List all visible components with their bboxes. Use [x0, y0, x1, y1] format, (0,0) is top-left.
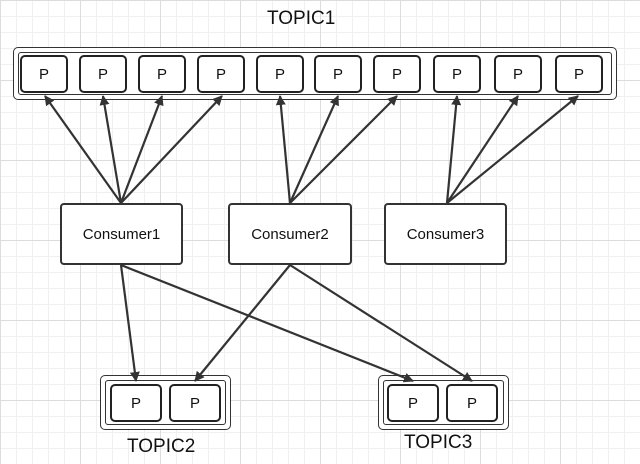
arrow-c1-t1p4	[120, 95, 223, 204]
topic2-label: TOPIC2	[127, 436, 196, 457]
topic1-label: TOPIC1	[267, 8, 336, 29]
consumer1-box: Consumer1	[60, 203, 183, 265]
topic3-partition-1: P	[387, 384, 439, 422]
arrow-c1-t1p2	[99, 95, 123, 204]
topic3-label: TOPIC3	[404, 432, 473, 453]
topic1-partition-7: P	[373, 55, 421, 93]
consumer3-box: Consumer3	[384, 203, 507, 265]
topic1-partition-10: P	[555, 55, 603, 93]
topic1-partition-9: P	[494, 55, 542, 93]
topic1-inner-border	[18, 52, 612, 95]
arrow-c3-t1p9	[446, 95, 519, 204]
arrow-c1-t3p1	[120, 263, 414, 383]
topic1-partition-4: P	[197, 55, 245, 93]
topic2-partition-2: P	[169, 384, 221, 422]
arrow-c3-t1p8	[445, 95, 462, 204]
arrow-c2-t1p5	[275, 95, 292, 204]
arrow-c3-t1p10	[446, 95, 579, 204]
topic1-partition-6: P	[314, 55, 362, 93]
arrow-c2-t1p7	[289, 95, 398, 204]
arrow-c2-t3p2	[289, 264, 473, 382]
consumer2-box: Consumer2	[228, 203, 352, 265]
arrow-c1-t1p1	[44, 95, 122, 204]
topic3-partition-2: P	[446, 384, 498, 422]
topic1-partition-3: P	[138, 55, 186, 93]
topic1-partition-1: P	[20, 55, 68, 93]
topic1-partition-5: P	[256, 55, 304, 93]
arrow-c1-t1p3	[119, 95, 164, 204]
arrow-c2-t2p2	[194, 264, 291, 382]
arrow-c1-t2p1	[119, 264, 140, 382]
arrow-c2-t1p6	[288, 95, 340, 204]
topic1-partition-2: P	[79, 55, 127, 93]
topic1-partition-8: P	[433, 55, 481, 93]
topic2-partition-1: P	[110, 384, 162, 422]
